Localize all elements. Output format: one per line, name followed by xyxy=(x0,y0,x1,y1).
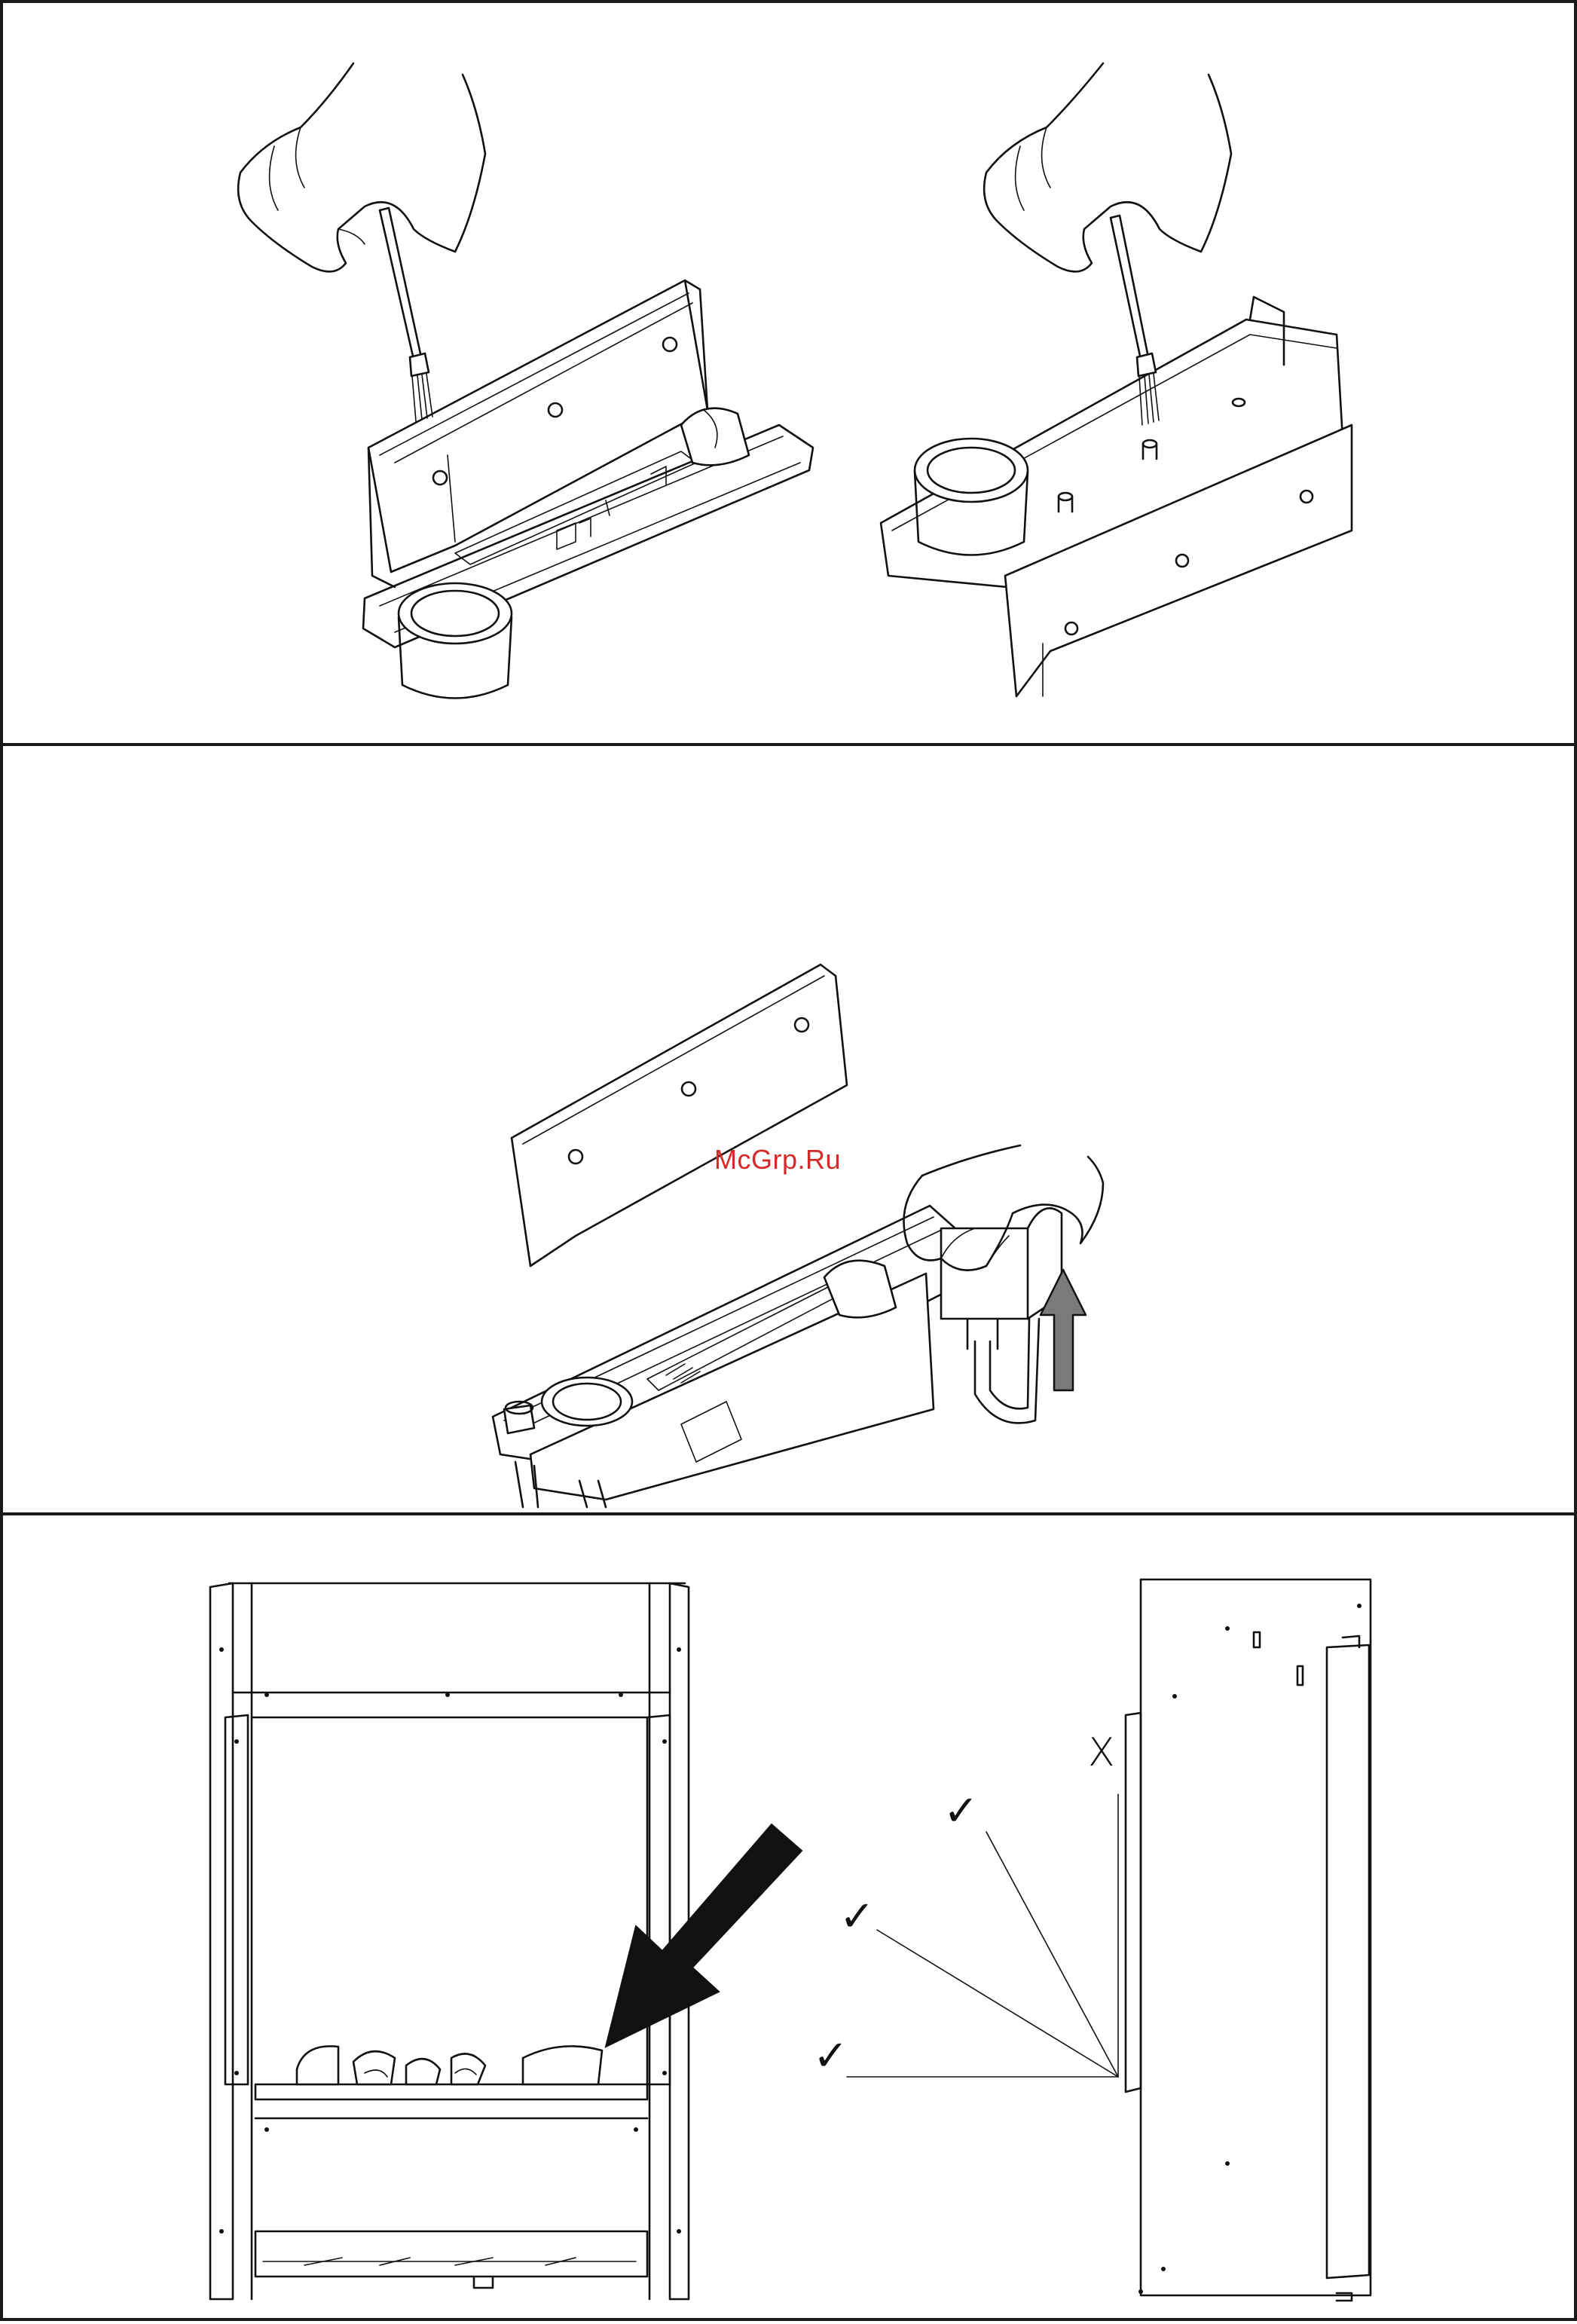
watermark: McGrp.Ru xyxy=(714,1144,841,1176)
tray-front-view xyxy=(238,63,813,699)
angle-check-mark-level: ✓ xyxy=(813,2032,848,2081)
angle-check-mark-mid: ✓ xyxy=(839,1892,875,1941)
panel-lift-cap xyxy=(0,743,1577,1515)
fire-front-view xyxy=(210,1583,689,2299)
panel-brush-cleaning xyxy=(0,0,1577,746)
panel2-drawing xyxy=(3,746,1577,1518)
lift-up-arrow xyxy=(1041,1270,1086,1390)
angle-cross-mark: X xyxy=(1088,1730,1115,1775)
fire-side-view xyxy=(847,1579,1371,2301)
panel-viewing-angles: X ✓ ✓ ✓ xyxy=(0,1512,1577,2321)
angle-check-mark-steep: ✓ xyxy=(943,1787,979,1836)
panel1-drawing xyxy=(3,3,1577,749)
tray-rear-view xyxy=(881,63,1352,696)
tray-assembly xyxy=(493,965,1103,1507)
fuel-bed-arrow xyxy=(606,1824,802,2047)
panel3-drawing xyxy=(3,1515,1577,2324)
